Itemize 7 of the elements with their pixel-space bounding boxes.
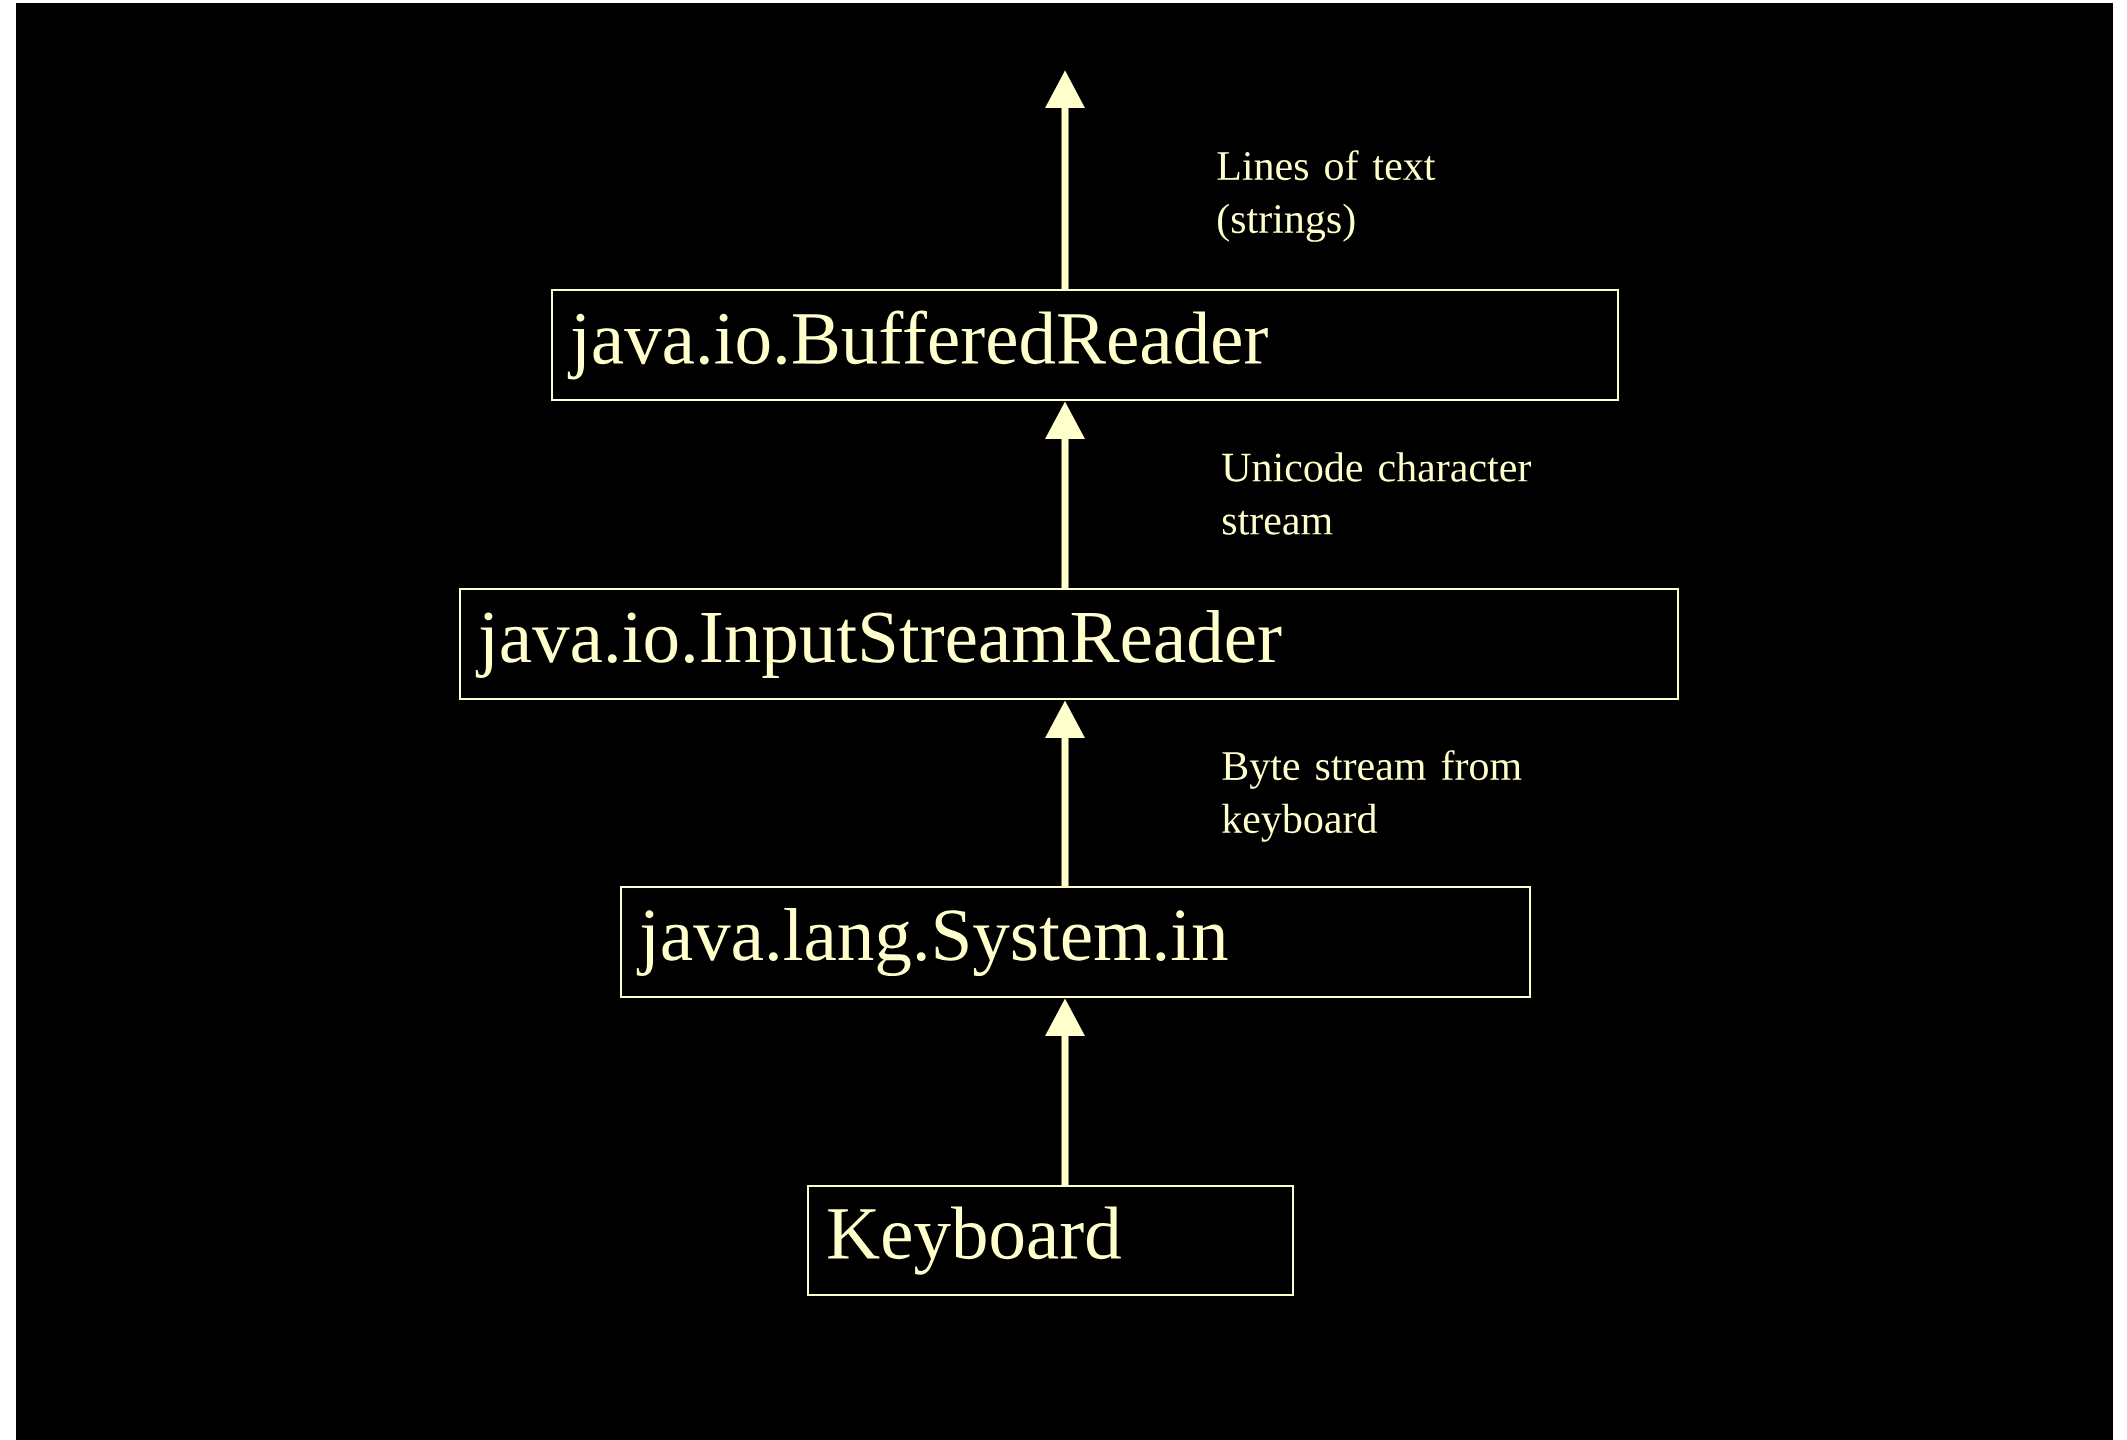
class-box: java.io.BufferedReader bbox=[551, 289, 1619, 401]
class-box: java.lang.System.in bbox=[620, 886, 1531, 998]
edge-label: Byte stream from keyboard bbox=[1222, 750, 1522, 842]
class-box: java.io.InputStreamReader bbox=[459, 588, 1679, 700]
edge-label: Lines of text (strings) bbox=[1217, 150, 1436, 242]
edge-label: Unicode character stream bbox=[1222, 452, 1531, 535]
class-box: Keyboard bbox=[807, 1185, 1294, 1296]
